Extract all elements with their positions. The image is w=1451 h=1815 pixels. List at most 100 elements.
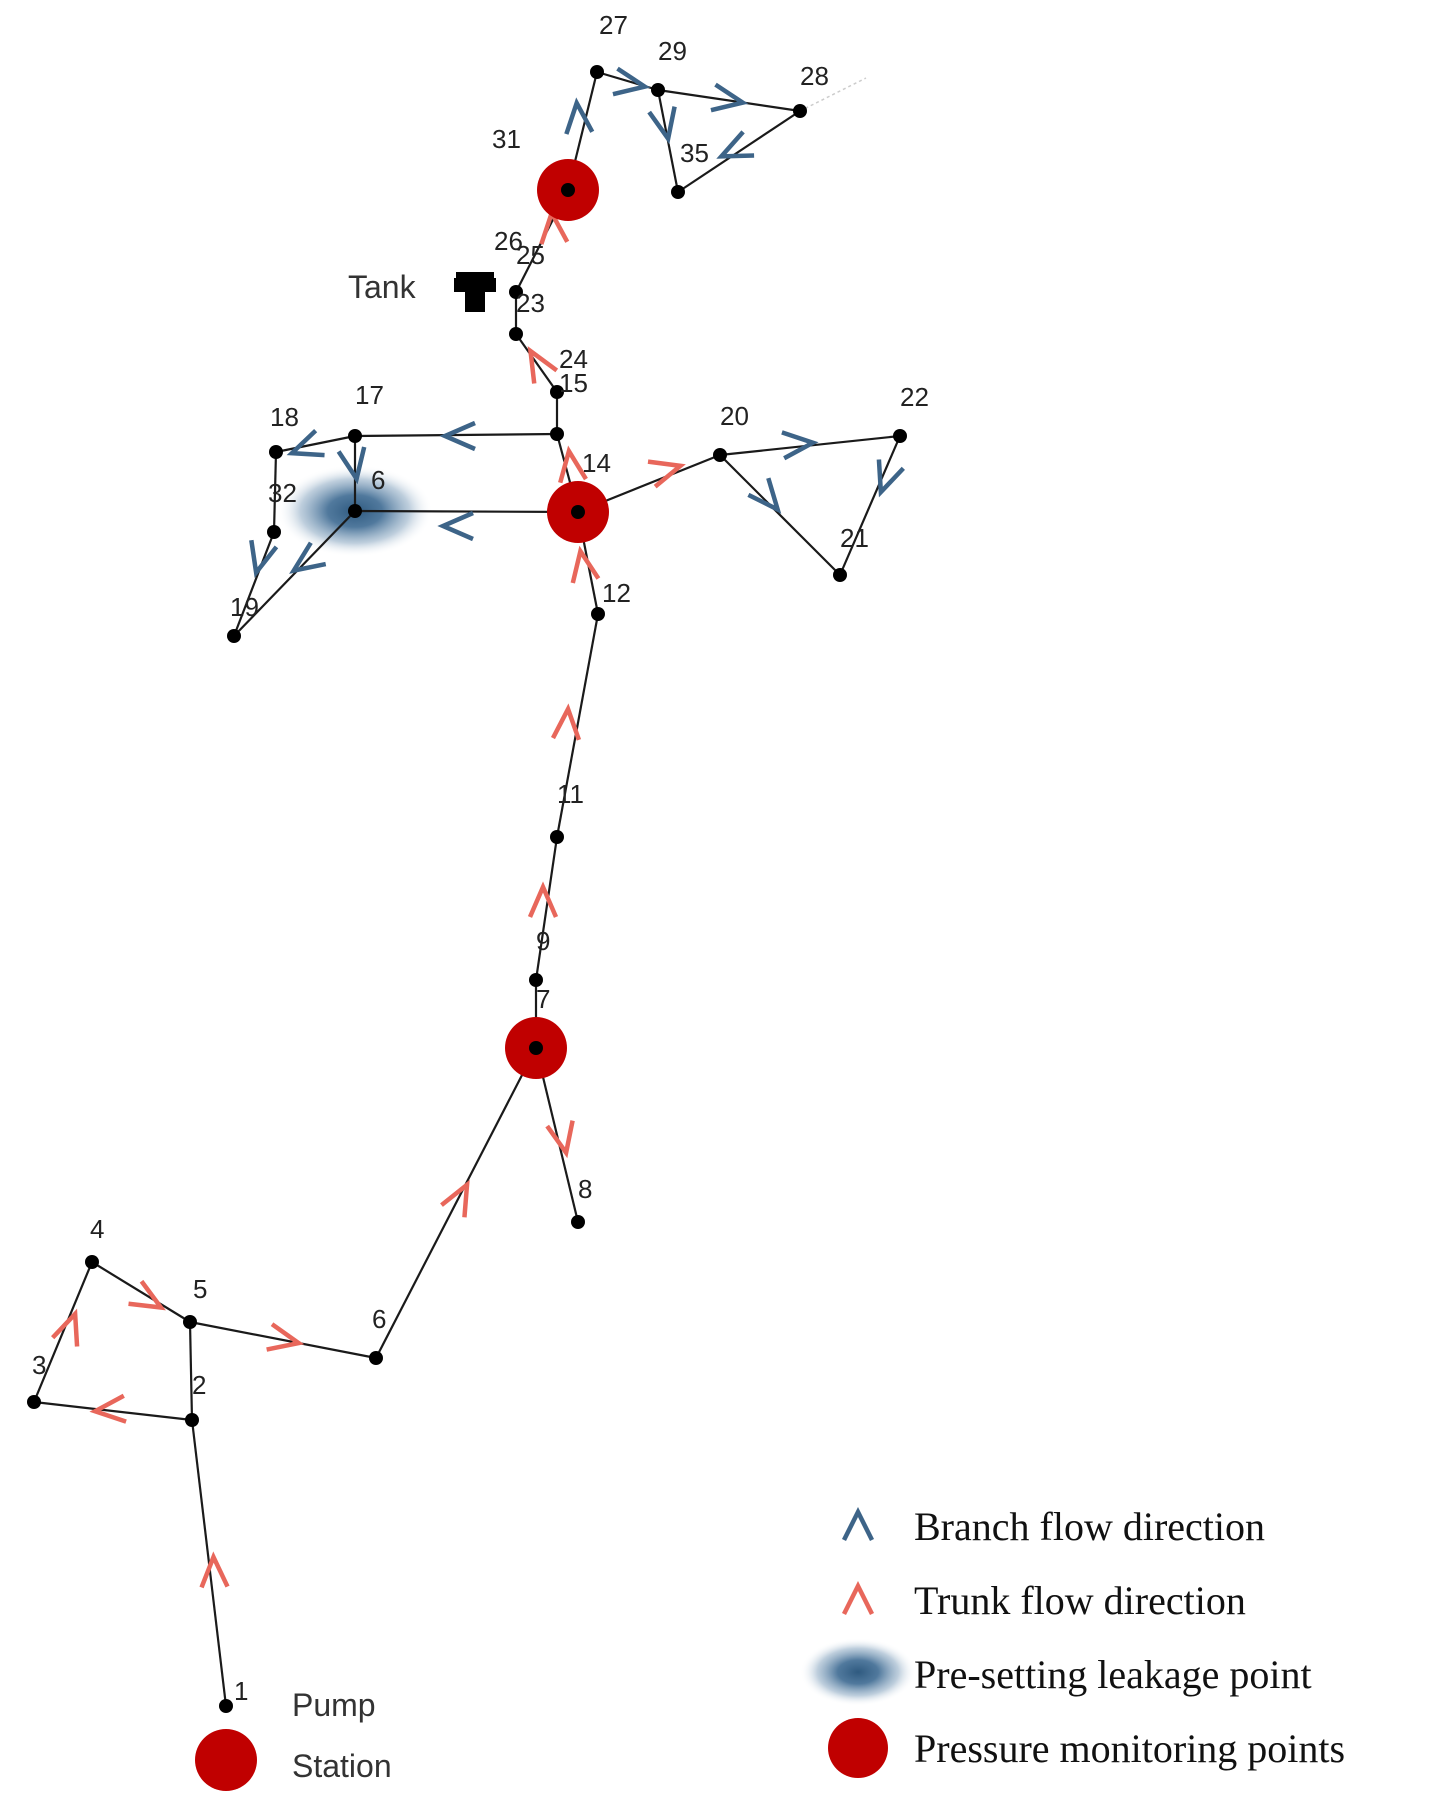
node-label-2: 2 [192, 1370, 206, 1400]
tank-label: Tank [348, 269, 417, 305]
node-label-27: 27 [599, 10, 628, 40]
branch-flow-arrow-icon [286, 429, 325, 458]
junction-node-6 [369, 1351, 383, 1365]
branch-flow-arrow-icon [564, 97, 595, 135]
nodes-layer [27, 65, 907, 1713]
pipe-4-5 [91, 1261, 191, 1323]
pump-station-label-line1: Pump [292, 1687, 376, 1723]
junction-node-5 [183, 1315, 197, 1329]
node-label-1: 1 [234, 1676, 248, 1706]
branch-flow-arrow-icon [437, 510, 474, 542]
node-label-18: 18 [270, 402, 299, 432]
junction-node-19 [227, 629, 241, 643]
trunk-flow-arrow-icon [51, 1308, 80, 1347]
node-label-12: 12 [602, 578, 631, 608]
legend-branch-flow: Branch flow direction [841, 1504, 1265, 1549]
junction-node-25 [509, 285, 523, 299]
junction-node-4 [85, 1255, 99, 1269]
legend-trunk-flow: Trunk flow direction [841, 1578, 1246, 1623]
junction-node-35 [671, 185, 685, 199]
monitoring-points-layer [195, 159, 609, 1791]
node-label-22: 22 [900, 382, 929, 412]
node-label-6: 6 [372, 1304, 386, 1334]
trunk-flow-arrow-icon [647, 459, 686, 489]
node-label-16: 6 [371, 465, 385, 495]
junction-node-8 [571, 1215, 585, 1229]
node-label-3: 3 [32, 1350, 46, 1380]
branch-flow-arrow-icon [336, 446, 367, 485]
branch-flow-arrow-icon [747, 477, 782, 514]
node-label-14: 14 [582, 448, 611, 478]
node-label-8: 8 [578, 1174, 592, 1204]
junction-node-12 [591, 607, 605, 621]
junction-node-32 [267, 525, 281, 539]
pipe-24-23 [515, 333, 558, 393]
trunk-flow-arrow-icon [570, 545, 601, 584]
pipe-22-21 [838, 435, 902, 576]
pipe-18-32 [272, 451, 278, 533]
junction-node-3 [27, 1395, 41, 1409]
junction-node-7 [529, 1041, 543, 1055]
pipes-layer [32, 70, 902, 1707]
legend-trunk-text: Trunk flow direction [914, 1578, 1246, 1623]
trunk-flow-arrow-icon [527, 881, 559, 918]
trunk-flow-arrow-icon [550, 703, 582, 741]
junction-node-29 [651, 83, 665, 97]
pump-station-label-line2: Station [292, 1748, 392, 1784]
legend-monitoring-icon [828, 1718, 888, 1778]
node-label-32: 32 [268, 478, 297, 508]
trunk-flow-arrow-icon [558, 445, 588, 484]
legend-monitoring-point: Pressure monitoring points [828, 1718, 1345, 1778]
junction-node-24 [550, 385, 564, 399]
node-label-28: 28 [800, 61, 829, 91]
branch-flow-arrow-icon [439, 420, 476, 452]
pipe-5-6 [189, 1320, 377, 1360]
node-label-15: 15 [559, 368, 588, 398]
pipe-9-11 [534, 836, 559, 981]
legend-leakage-text: Pre-setting leakage point [914, 1652, 1312, 1697]
pipe-29-28 [657, 88, 801, 113]
legend-monitoring-text: Pressure monitoring points [914, 1726, 1345, 1771]
node-label-7: 7 [536, 984, 550, 1014]
trunk-flow-arrow-icon [527, 346, 559, 384]
pipe-32-19 [232, 531, 276, 637]
junction-node-14 [571, 505, 585, 519]
legend-branch-text: Branch flow direction [914, 1504, 1265, 1549]
junction-node-1 [219, 1699, 233, 1713]
junction-node-15 [550, 427, 564, 441]
node-label-31: 31 [492, 124, 521, 154]
node-label-21: 21 [840, 523, 869, 553]
pipe-28-stub [799, 77, 867, 112]
trunk-flow-arrow-icon [199, 1551, 230, 1589]
trunk-flow-arrow-icon [440, 1179, 470, 1218]
pipe-2-5 [188, 1321, 194, 1421]
node-label-25: 25 [516, 240, 545, 270]
pipe-16-19 [233, 510, 356, 637]
node-label-11: 11 [557, 779, 584, 809]
branch-flow-arrow-icon [249, 539, 279, 578]
branch-flow-arrow-icon [612, 66, 651, 97]
node-label-20: 20 [720, 401, 749, 431]
node-label-5: 5 [193, 1274, 207, 1304]
pipe-14-16 [354, 509, 579, 514]
junction-node-16 [348, 504, 362, 518]
node-label-23: 23 [516, 288, 545, 318]
legend-leakage-icon [800, 1638, 916, 1706]
pipe-17-18 [275, 434, 356, 454]
node-label-35: 35 [680, 138, 709, 168]
junction-node-27 [590, 65, 604, 79]
junction-node-9 [529, 973, 543, 987]
flow-arrows-layer [51, 66, 905, 1589]
junction-node-31 [561, 183, 575, 197]
junction-node-21 [833, 568, 847, 582]
legend: Branch flow direction Trunk flow directi… [800, 1504, 1345, 1778]
pipe-15-17 [354, 432, 558, 438]
node-label-4: 4 [90, 1214, 104, 1244]
branch-flow-arrow-icon [781, 430, 819, 461]
branch-flow-arrow-icon [289, 541, 327, 574]
node-label-26: 26 [494, 226, 523, 256]
node-label-17: 17 [355, 380, 384, 410]
junction-node-18 [269, 445, 283, 459]
node-labels-layer: 1234567891112141561718192021222324252627… [32, 10, 929, 1706]
